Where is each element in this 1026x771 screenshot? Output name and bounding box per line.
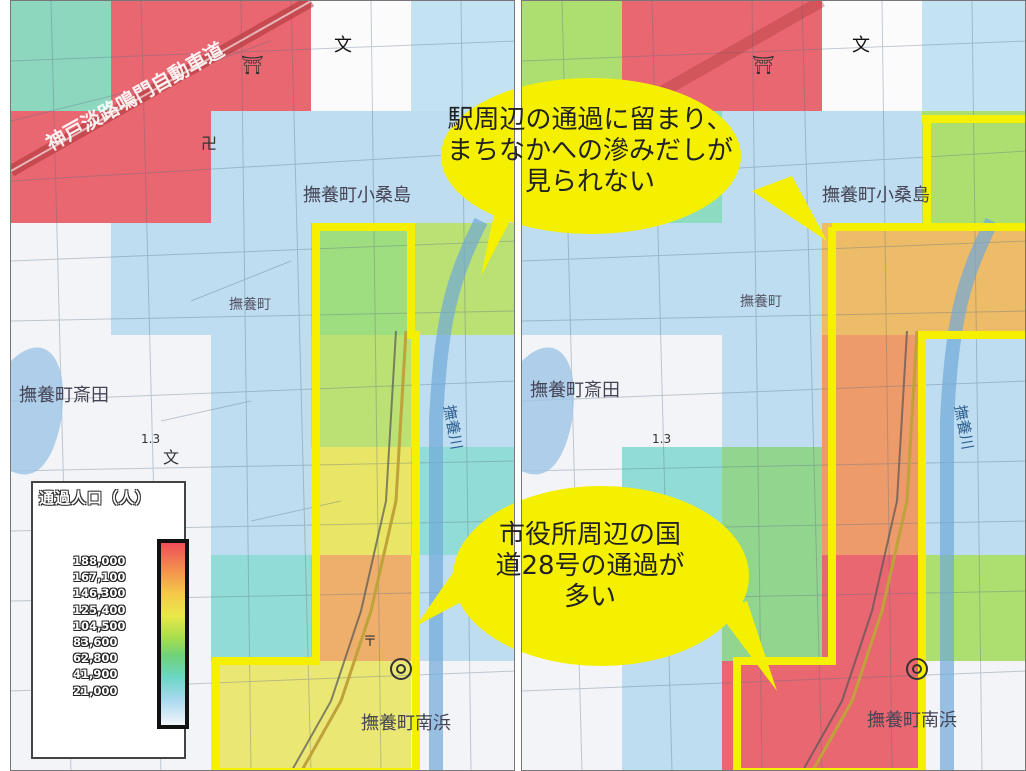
callout-city-hall-text: 市役所周辺の国道28号の通過が多い xyxy=(495,520,685,612)
legend-labels: 188,000 167,100 146,300 125,400 104,500 … xyxy=(73,553,153,699)
city-hall-icon xyxy=(906,658,928,680)
legend-label: 62,800 xyxy=(73,651,118,666)
school-icon-2: 文 xyxy=(163,448,179,467)
legend: 通過人口（人） 188,000 167,100 146,300 125,400 … xyxy=(31,481,189,759)
muya-label: 撫養町 xyxy=(740,293,782,310)
shrine-icon: ⛩ xyxy=(752,55,775,76)
temple-icon: 卍 xyxy=(201,134,217,153)
legend-label: 125,400 xyxy=(73,602,126,617)
school-icon: 文 xyxy=(334,35,352,56)
elevation-label: 1.3 xyxy=(652,432,671,446)
kosan-label: 撫養町小桑島 xyxy=(822,185,930,206)
map-canvas-after: 撫養町小桑島 撫養町斎田 撫養川 撫養町南浜 撫養町 1.3 文 ⛩ xyxy=(522,1,1025,770)
legend-label: 83,600 xyxy=(73,634,118,649)
school-icon: 文 xyxy=(852,35,870,56)
callout-station-text: 駅周辺の通過に留まり、まちなかへの滲みだしが見られない xyxy=(446,105,733,197)
city-hall-icon xyxy=(390,658,412,680)
legend-label: 146,300 xyxy=(73,586,126,601)
minamihama-label: 撫養町南浜 xyxy=(867,710,957,731)
legend-title: 通過人口（人） xyxy=(39,489,152,507)
muya-label: 撫養町 xyxy=(229,296,271,313)
legend-label: 167,100 xyxy=(73,570,126,585)
map-panel-before[interactable]: 神戸淡路鳴門自動車道 撫養町小桑島 撫養町 撫養町斎田 撫養川 撫養町南浜 1.… xyxy=(10,0,515,771)
kosan-label: 撫養町小桑島 xyxy=(303,185,411,206)
legend-color-bar xyxy=(157,539,189,729)
minamihama-label: 撫養町南浜 xyxy=(361,713,451,734)
highlight-area-outline xyxy=(212,223,420,770)
legend-label: 104,500 xyxy=(73,618,126,633)
elevation-label: 1.3 xyxy=(141,432,160,446)
legend-label: 41,900 xyxy=(73,667,118,682)
saita-label: 撫養町斎田 xyxy=(530,380,620,401)
saita-label: 撫養町斎田 xyxy=(19,385,109,406)
shrine-icon: ⛩ xyxy=(241,55,264,76)
callout-city-hall: 市役所周辺の国道28号の通過が多い xyxy=(490,520,690,613)
post-office-icon: 〒 xyxy=(363,634,377,650)
legend-label: 188,000 xyxy=(73,554,126,568)
map-panel-after[interactable]: 撫養町小桑島 撫養町斎田 撫養川 撫養町南浜 撫養町 1.3 文 ⛩ xyxy=(521,0,1026,771)
callout-station: 駅周辺の通過に留まり、まちなかへの滲みだしが見られない xyxy=(440,105,740,198)
legend-label: 21,000 xyxy=(73,683,118,698)
